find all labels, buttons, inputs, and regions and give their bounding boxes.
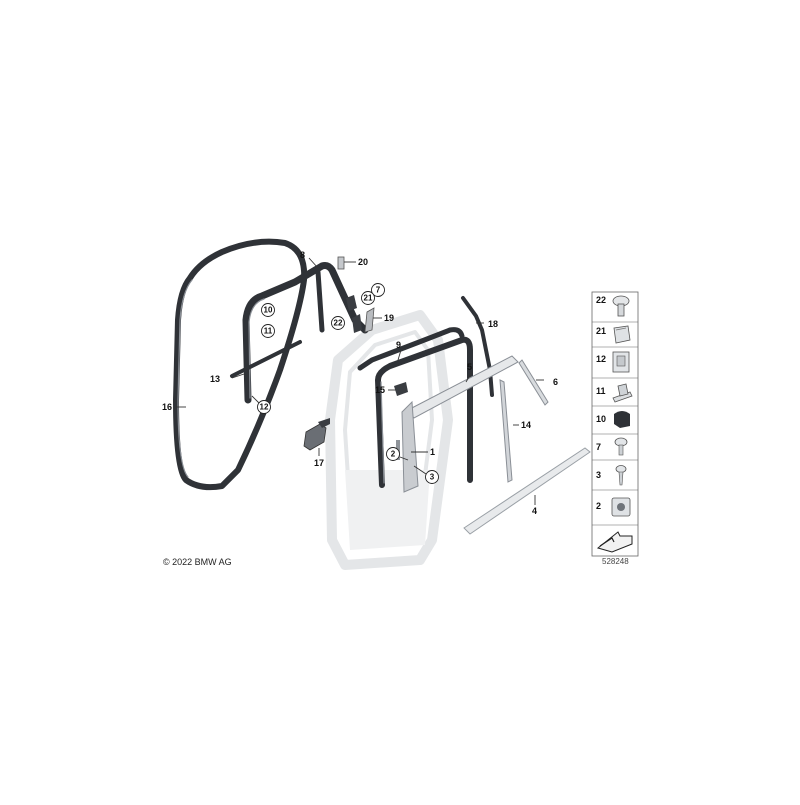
svg-text:22: 22 [334,319,343,328]
circled-callout-7: 7 [371,283,385,297]
push-rivet-icon [612,295,630,317]
legend-row-10: 10 [596,411,630,428]
strip-13 [230,340,302,378]
svg-text:7: 7 [596,442,601,452]
callout-6: 6 [553,377,558,387]
nut-insert-icon [611,497,631,517]
circled-callout-3: 3 [425,470,439,484]
circled-callout-10: 10 [261,303,275,317]
callout-18: 18 [488,319,498,329]
callout-labels: 8 20 19 16 13 9 5 18 6 14 4 1 15 17 [162,250,558,516]
svg-text:12: 12 [596,354,606,364]
svg-text:2: 2 [596,501,601,511]
self-tapping-screw-icon [615,465,627,486]
expanding-clip-icon [612,383,633,403]
bracket-17 [303,418,330,451]
legend-row-21: 21 [596,325,631,344]
callout-8: 8 [300,250,305,260]
svg-text:11: 11 [264,327,273,336]
svg-text:22: 22 [596,295,606,305]
svg-text:21: 21 [596,326,606,336]
callout-14: 14 [521,420,531,430]
circled-callout-22: 22 [331,316,345,330]
legend-row-11: 11 [596,383,633,403]
door-seal-16 [173,238,308,491]
callout-4: 4 [532,506,537,516]
callout-20: 20 [358,257,368,267]
svg-text:10: 10 [596,414,606,424]
small-parts-upper [337,256,375,333]
legend-row-7: 7 [596,437,628,456]
callout-13: 13 [210,374,220,384]
torx-screw-icon [614,437,628,456]
door-shell-outline [325,310,453,570]
retainer-clip-icon [612,351,630,373]
legend-row-3: 3 [596,465,627,486]
circled-callout-21: 21 [361,291,375,305]
image-id: 528248 [602,557,629,566]
legend-row-2: 2 [596,497,631,517]
spring-clip-icon [613,325,631,344]
frame-seal-8 [242,262,369,404]
window-frame-9 [357,327,473,488]
callout-1: 1 [430,447,435,457]
svg-text:3: 3 [430,473,435,482]
svg-text:21: 21 [364,294,373,303]
circled-callout-2: 2 [386,447,400,461]
svg-text:3: 3 [596,470,601,480]
callout-15: 15 [375,385,385,395]
guide-rail-14 [499,379,513,483]
leader-lines [176,257,544,505]
callout-19: 19 [384,313,394,323]
bracket-15 [394,382,408,396]
circled-callout-11: 11 [261,324,275,338]
circled-callouts: 10 11 12 7 21 22 2 3 [257,283,439,484]
fastener-legend: 22 21 12 11 [591,291,639,557]
copyright-notice: © 2022 BMW AG [163,557,232,567]
sill-trim-4 [463,447,591,535]
callout-16: 16 [162,402,172,412]
callout-17: 17 [314,458,324,468]
svg-text:10: 10 [264,306,273,315]
circled-callout-12: 12 [257,400,271,414]
trim-6 [518,359,549,406]
edge-strip-18 [461,296,494,397]
legend-row-22: 22 [596,295,630,317]
orientation-arrow-icon [596,531,633,553]
svg-text:2: 2 [391,450,396,459]
svg-text:7: 7 [376,286,381,295]
callout-9: 9 [396,340,401,350]
legend-row-12: 12 [596,351,630,373]
svg-text:12: 12 [260,403,269,412]
svg-text:11: 11 [596,386,606,396]
black-cap-icon [614,411,630,428]
callout-5: 5 [467,362,472,372]
